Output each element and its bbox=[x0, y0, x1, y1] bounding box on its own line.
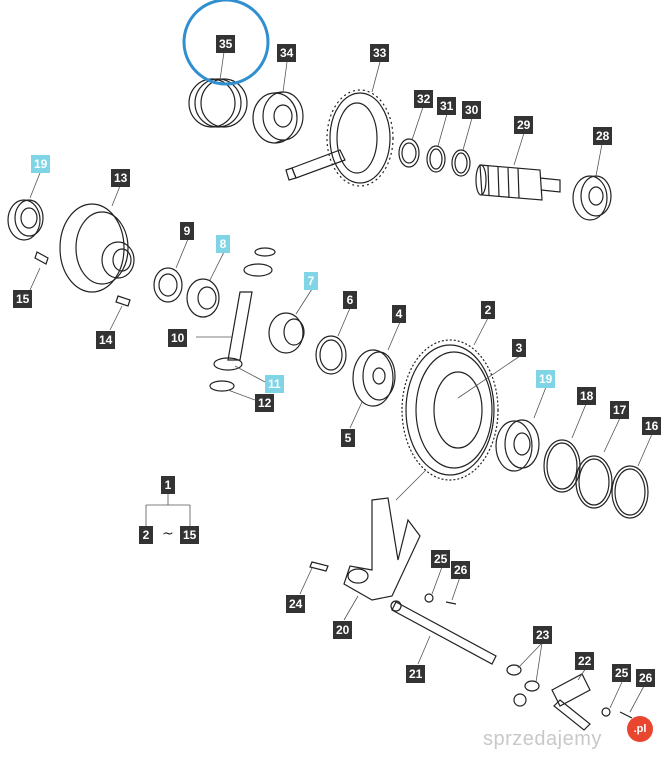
callout-26-bottom: 26 bbox=[636, 669, 656, 687]
part-10-shaft bbox=[227, 291, 253, 361]
part-22-arm bbox=[551, 673, 591, 731]
watermark-badge: .pl bbox=[627, 716, 653, 742]
callout-22: 22 bbox=[575, 652, 595, 670]
callout-12: 12 bbox=[255, 394, 275, 412]
callout-9: 9 bbox=[180, 222, 194, 240]
part-13-diff-case bbox=[59, 203, 135, 293]
callout-17: 17 bbox=[610, 401, 630, 419]
part-26-pin-b bbox=[619, 711, 633, 719]
callout-19-right: 19 bbox=[536, 370, 556, 388]
part-11-upper-gear bbox=[243, 263, 273, 277]
legend-to: 15 bbox=[180, 526, 200, 544]
callout-26-top: 26 bbox=[451, 561, 471, 579]
callout-3: 3 bbox=[512, 339, 526, 357]
part-32-washer bbox=[398, 138, 420, 168]
callout-5: 5 bbox=[341, 429, 355, 447]
part-23-ring-b bbox=[524, 680, 540, 692]
callout-23: 23 bbox=[533, 626, 553, 644]
part-11-lower-gear bbox=[213, 357, 243, 371]
part-16-shim bbox=[611, 465, 649, 519]
part-25-ball-b bbox=[601, 707, 611, 717]
callout-10: 10 bbox=[168, 329, 188, 347]
part-8-side-gear bbox=[186, 278, 220, 318]
part-18-shim bbox=[543, 439, 581, 493]
leader-lines bbox=[29, 51, 653, 713]
callout-18: 18 bbox=[577, 387, 597, 405]
callout-33: 33 bbox=[370, 44, 390, 62]
callout-21: 21 bbox=[406, 665, 426, 683]
part-14-pin bbox=[115, 295, 131, 307]
part-28-bearing bbox=[572, 175, 612, 221]
part-17-shim bbox=[575, 455, 613, 509]
callout-20: 20 bbox=[333, 621, 353, 639]
part-29-shaft bbox=[475, 164, 561, 201]
callout-25-bottom: 25 bbox=[612, 664, 632, 682]
callout-28: 28 bbox=[593, 127, 613, 145]
callout-13: 13 bbox=[111, 169, 131, 187]
part-24-bolt bbox=[309, 561, 329, 572]
part-30-ring bbox=[451, 149, 471, 177]
callout-29: 29 bbox=[514, 116, 534, 134]
legend-tilde: ~ bbox=[162, 526, 174, 542]
callout-32: 32 bbox=[414, 90, 434, 108]
part-2-ring-gear bbox=[401, 339, 499, 481]
callout-2: 2 bbox=[481, 301, 495, 319]
part-35-rings bbox=[188, 78, 248, 128]
callout-15: 15 bbox=[13, 290, 33, 308]
part-21-shaft bbox=[390, 600, 497, 665]
watermark-text: sprzedajemy bbox=[483, 728, 602, 750]
callout-14: 14 bbox=[96, 331, 116, 349]
part-6-washer bbox=[315, 335, 347, 375]
callout-19-left: 19 bbox=[31, 155, 51, 173]
legend-assembly: 1 bbox=[161, 476, 175, 494]
part-12-washer bbox=[209, 380, 235, 392]
callout-31: 31 bbox=[437, 97, 457, 115]
legend-from: 2 bbox=[139, 526, 153, 544]
part-26-pin bbox=[445, 601, 457, 605]
part-5-cover bbox=[352, 349, 396, 407]
callout-25-top: 25 bbox=[431, 550, 451, 568]
part-bolt-small bbox=[513, 693, 527, 707]
callout-34: 34 bbox=[277, 44, 297, 62]
part-25-ball bbox=[424, 593, 434, 603]
selection-circle bbox=[182, 0, 270, 86]
callout-7: 7 bbox=[304, 272, 318, 290]
part-31-ring bbox=[426, 145, 446, 173]
part-19-bearing-right bbox=[495, 419, 540, 472]
callout-6: 6 bbox=[343, 291, 357, 309]
callout-4: 4 bbox=[392, 305, 406, 323]
part-7-side-gear bbox=[268, 312, 305, 354]
part-20-fork bbox=[343, 497, 421, 601]
callout-35: 35 bbox=[216, 35, 236, 53]
part-23-ring-a bbox=[506, 664, 522, 676]
part-33-pinion bbox=[285, 89, 394, 187]
part-15-bolt bbox=[34, 251, 49, 265]
part-34-bearing bbox=[252, 91, 304, 144]
callout-16: 16 bbox=[642, 417, 662, 435]
callout-24: 24 bbox=[286, 595, 306, 613]
callout-8: 8 bbox=[216, 235, 230, 253]
part-19-seal-left bbox=[7, 199, 44, 241]
callout-11: 11 bbox=[265, 375, 284, 393]
part-9-washer bbox=[153, 267, 183, 303]
callout-30: 30 bbox=[462, 101, 482, 119]
